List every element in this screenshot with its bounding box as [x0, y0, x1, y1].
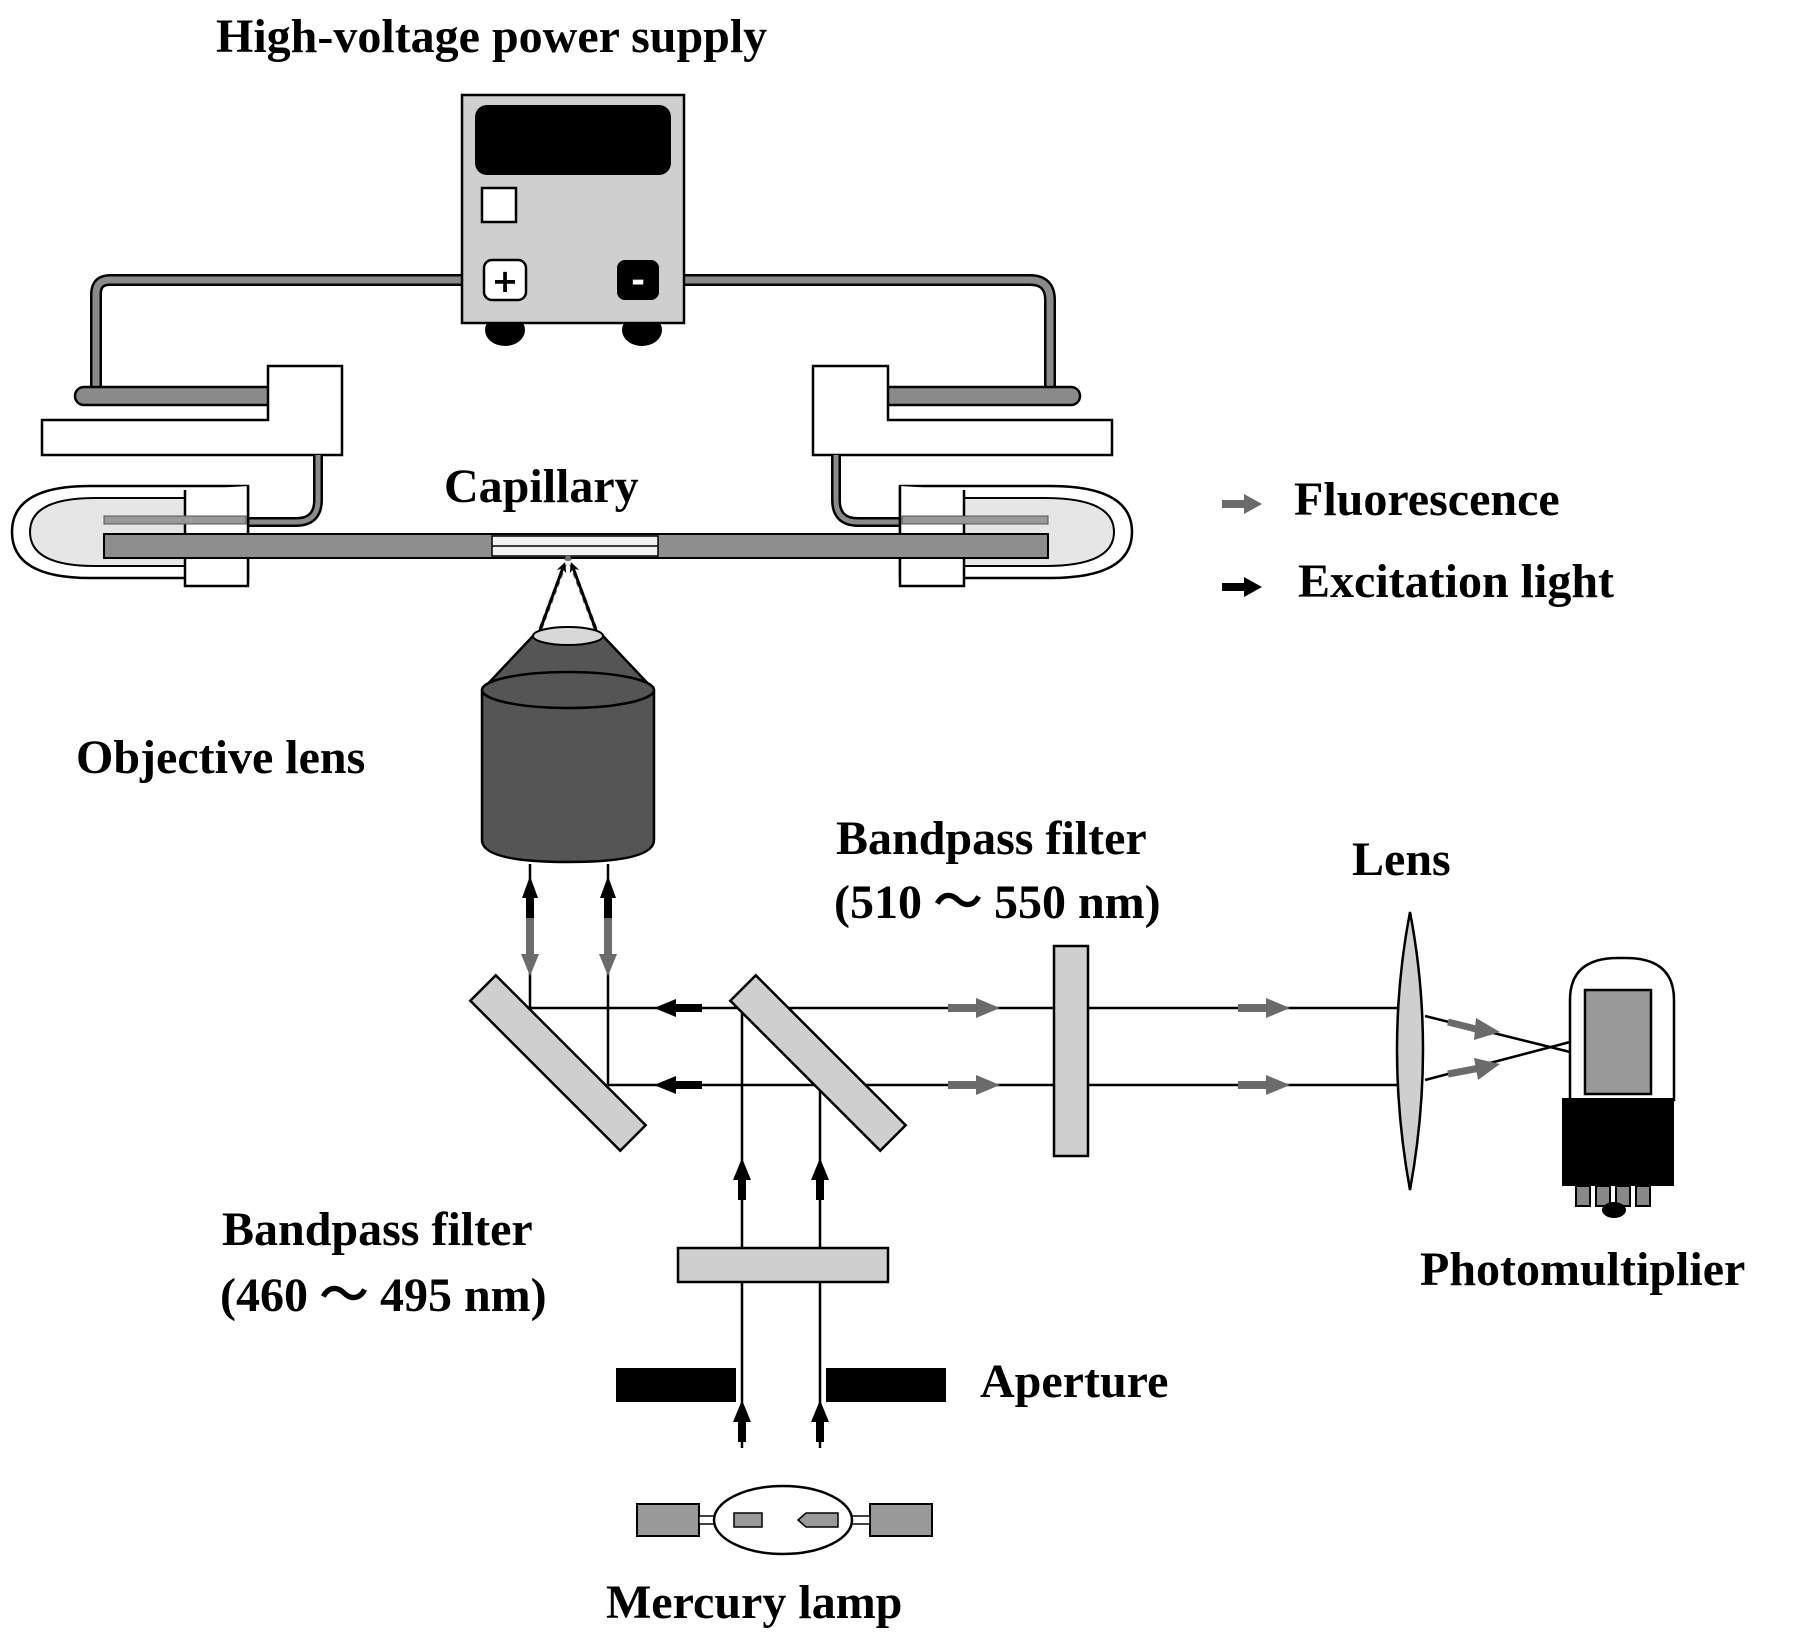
bandpass-filter-emission [1052, 944, 1090, 1158]
focusing-lens [1395, 911, 1425, 1191]
positive-terminal [482, 258, 528, 302]
electrode-rods [73, 385, 1082, 407]
mercury-lamp-label: Mercury lamp [606, 1576, 902, 1629]
legend: Fluorescence Excitation light [1222, 473, 1614, 608]
bandpass-filter-excitation [676, 1246, 890, 1284]
focus-spot-arrows [538, 555, 598, 631]
photomultiplier-label: Photomultiplier [1420, 1243, 1745, 1296]
legend-excitation-label: Excitation light [1298, 555, 1614, 608]
objective-lens-icon [480, 626, 656, 864]
power-supply-icon: + - [90, 93, 1056, 404]
mercury-lamp-icon [636, 1484, 933, 1556]
bandpass-filter-top-label: Bandpass filter [836, 812, 1147, 865]
objective-mirror-arrows [521, 864, 617, 1008]
bandpass-filter-bottom-range: (460 ～ 495 nm) [220, 1269, 547, 1322]
aperture-plates [616, 1368, 946, 1402]
objective-lens-label: Objective lens [76, 731, 365, 784]
legend-excitation-marker [1222, 577, 1262, 597]
negative-terminal-symbol: - [631, 261, 645, 301]
legend-fluorescence-label: Fluorescence [1294, 473, 1560, 526]
electrode-holders [40, 364, 1114, 527]
positive-terminal-symbol: + [492, 262, 519, 300]
dichroic-mirrors [468, 973, 908, 1153]
lens-label: Lens [1352, 833, 1451, 886]
bandpass-filter-bottom-label: Bandpass filter [222, 1203, 533, 1256]
fluorescence-arrows [948, 998, 1500, 1095]
capillary-assembly [10, 484, 1134, 588]
photomultiplier-tube-icon [1562, 956, 1676, 1218]
bandpass-filter-top-range: (510 ～ 550 nm) [834, 876, 1161, 929]
aperture-label: Aperture [980, 1355, 1168, 1408]
excitation-light-arrows [654, 999, 829, 1442]
capillary-label: Capillary [444, 460, 639, 513]
negative-terminal [617, 260, 659, 300]
power-supply-label: High-voltage power supply [216, 10, 767, 63]
legend-fluorescence-marker [1222, 494, 1262, 514]
